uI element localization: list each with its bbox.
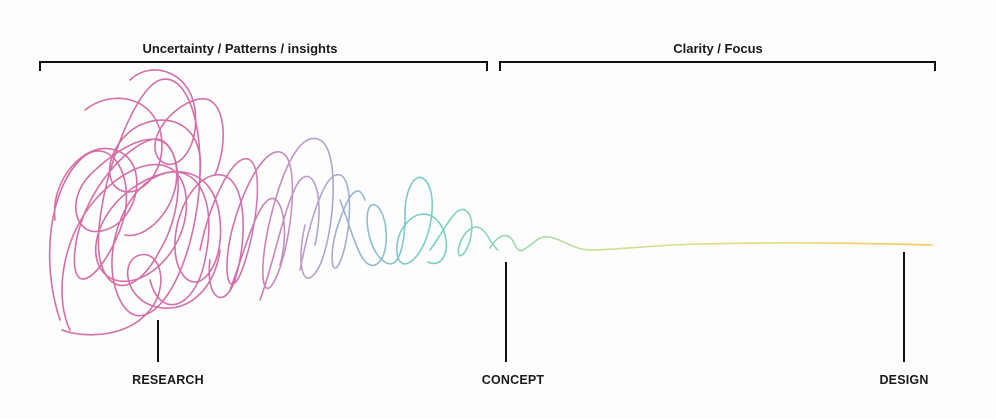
- uncertainty-bracket: [39, 61, 488, 71]
- concept-label: CONCEPT: [481, 373, 545, 387]
- clarity-bracket-label: Clarity / Focus: [673, 41, 763, 56]
- uncertainty-bracket-label: Uncertainty / Patterns / insights: [142, 41, 338, 56]
- clarity-bracket: [499, 61, 936, 71]
- research-label: RESEARCH: [132, 373, 204, 387]
- design-squiggle: [48, 69, 933, 336]
- design-label: DESIGN: [879, 373, 929, 387]
